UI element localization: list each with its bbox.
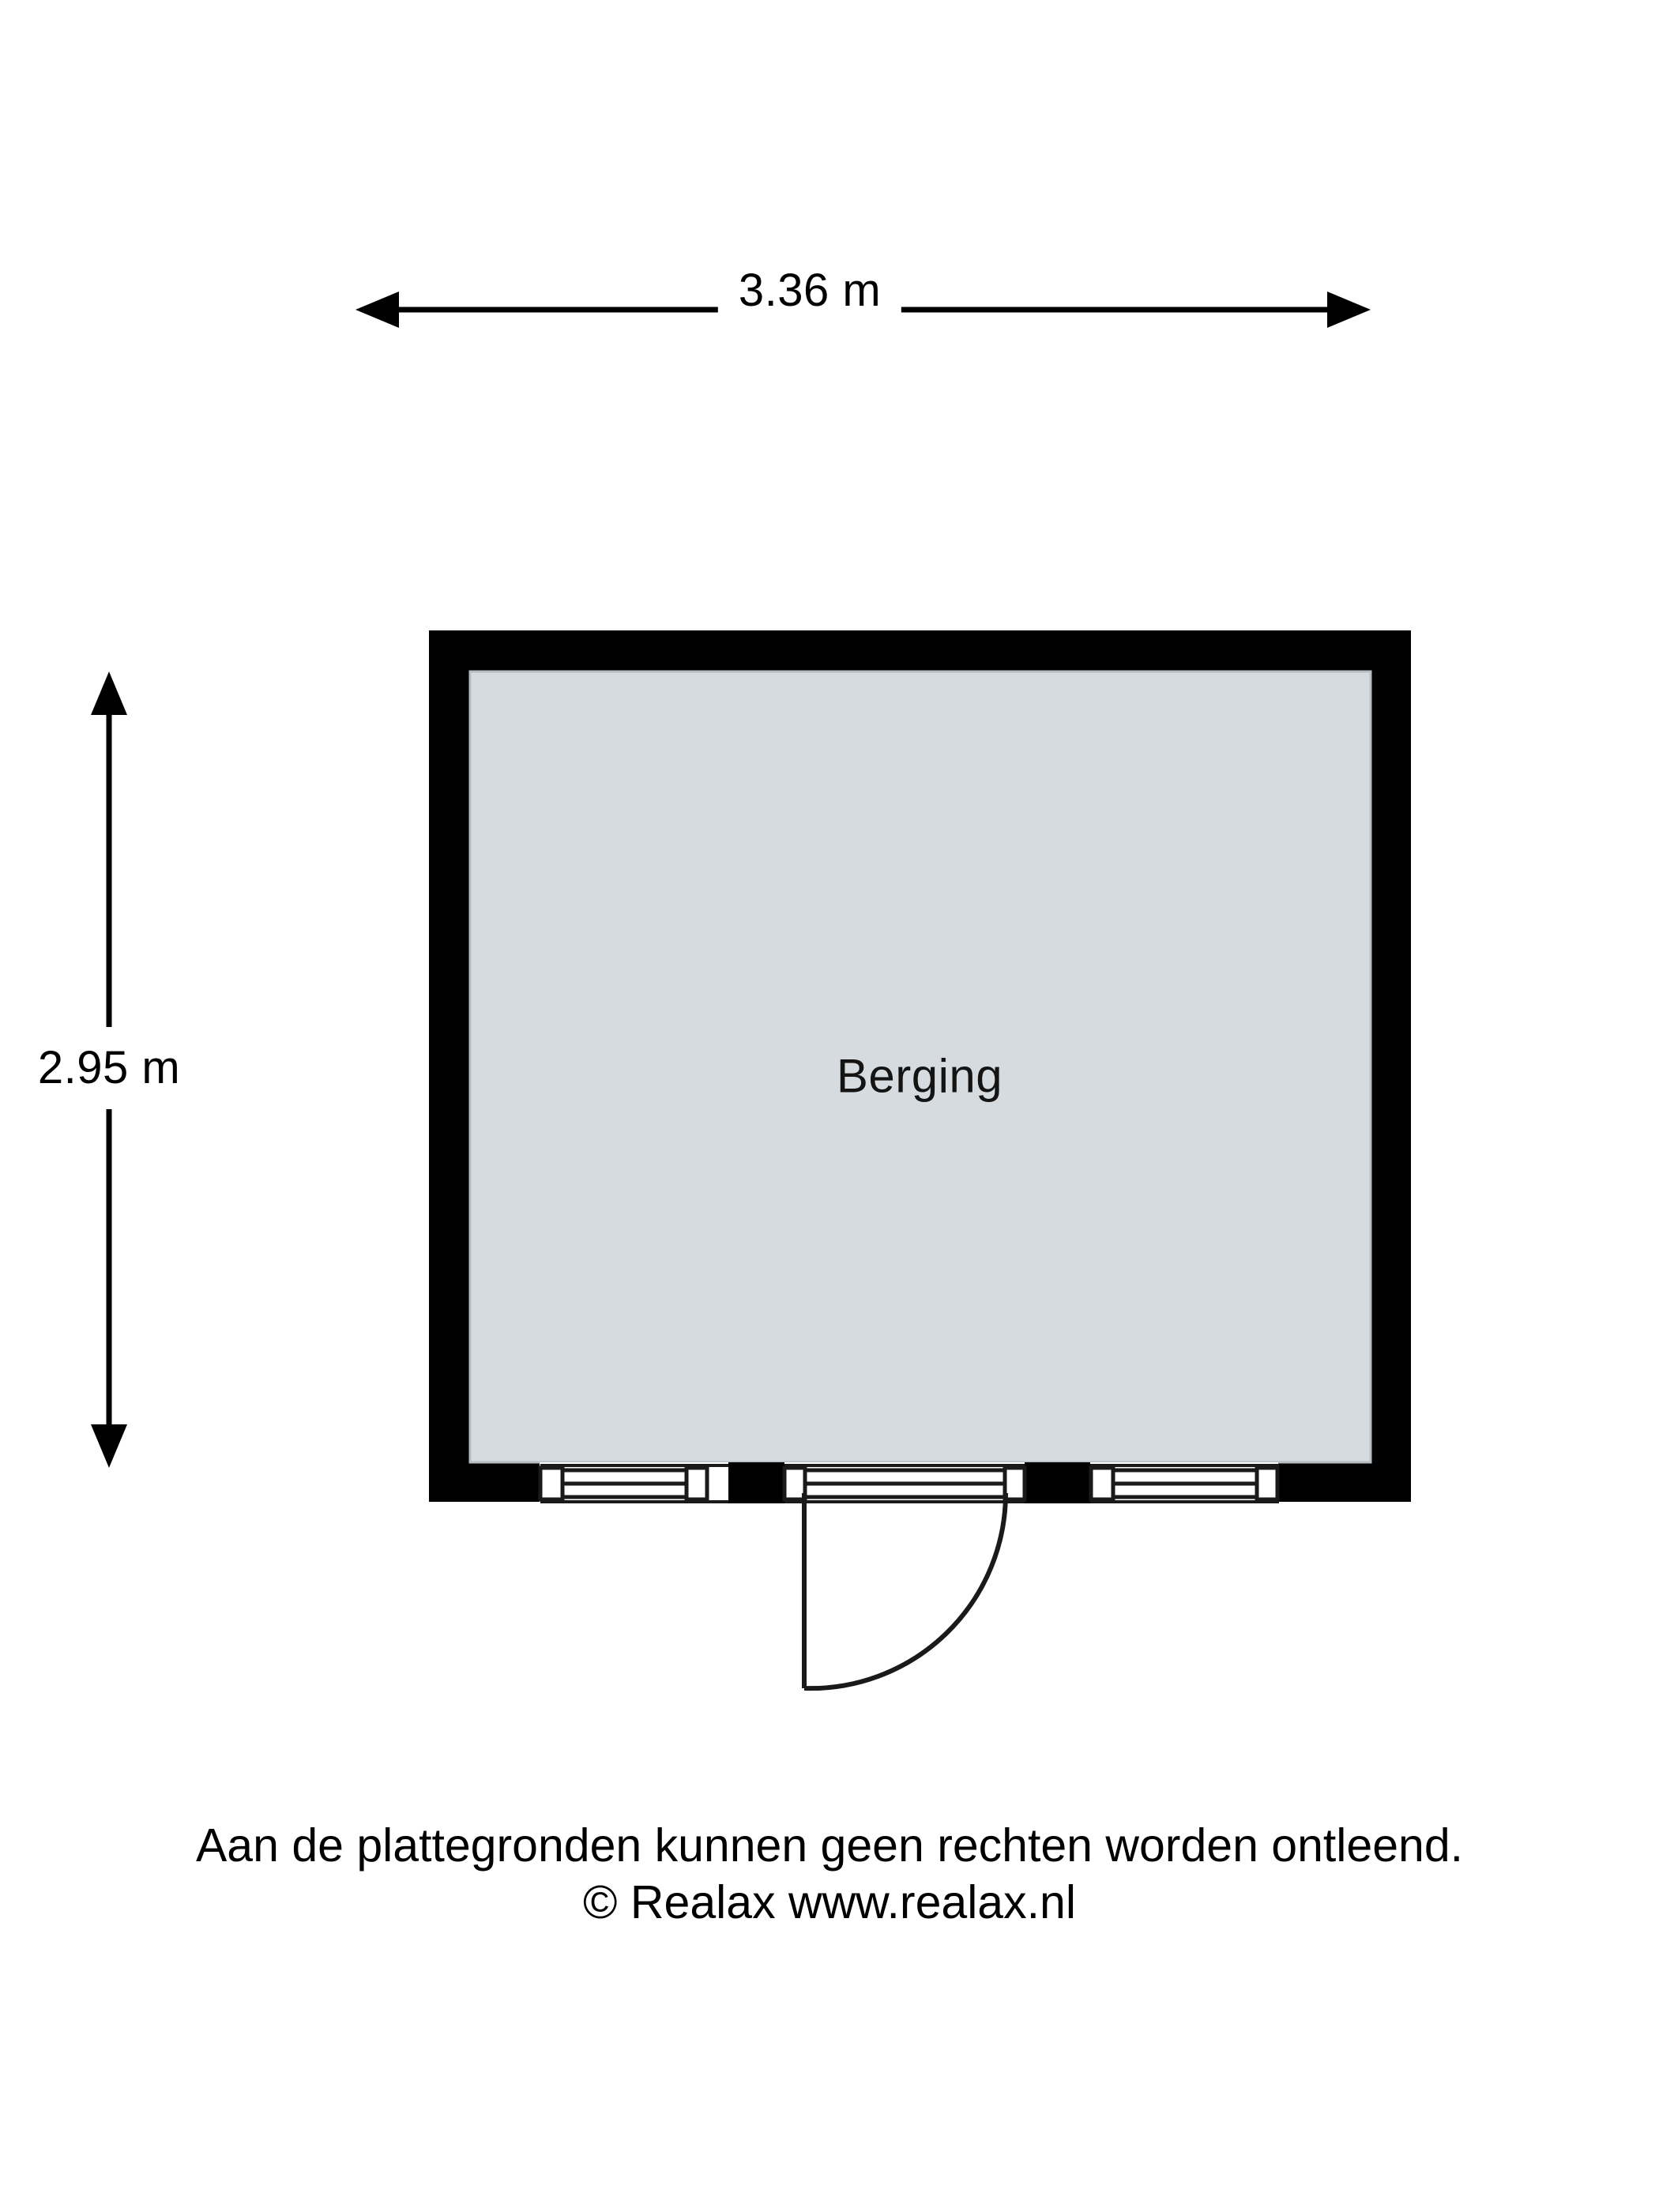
window-right-jamb-start — [1089, 1465, 1115, 1502]
footer-disclaimer: Aan de plattegronden kunnen geen rechten… — [0, 1817, 1659, 1931]
door-jamb-left — [782, 1465, 807, 1502]
arrowhead-up-icon — [91, 672, 127, 715]
pillar-right — [1025, 1462, 1090, 1503]
arrowhead-down-icon — [91, 1424, 127, 1468]
door-opening — [782, 1464, 1027, 1503]
pillar-left — [728, 1462, 784, 1503]
footer-copyright-line: © Realax www.realax.nl — [583, 1876, 1076, 1928]
door-swing-arc — [803, 1492, 1008, 1691]
entry-door — [802, 1492, 1008, 1691]
window-left-jamb-start — [538, 1465, 565, 1502]
room-walls — [429, 630, 1411, 1502]
arrowhead-right-icon — [1327, 292, 1371, 328]
dimension-arrow-vertical — [91, 672, 127, 1468]
window-right — [1089, 1464, 1280, 1503]
dimension-label-width: 3.36 m — [717, 268, 902, 314]
floor-area-berging — [468, 670, 1372, 1464]
footer-disclaimer-line-1: Aan de plattegronden kunnen geen rechten… — [195, 1819, 1464, 1872]
window-left-jamb-end — [684, 1465, 709, 1502]
dimension-label-height: 2.95 m — [37, 1037, 181, 1099]
room-label-berging: Berging — [836, 1049, 1003, 1103]
window-right-jamb-end — [1255, 1465, 1280, 1502]
arrowhead-left-icon — [356, 292, 399, 328]
window-left — [538, 1464, 728, 1503]
